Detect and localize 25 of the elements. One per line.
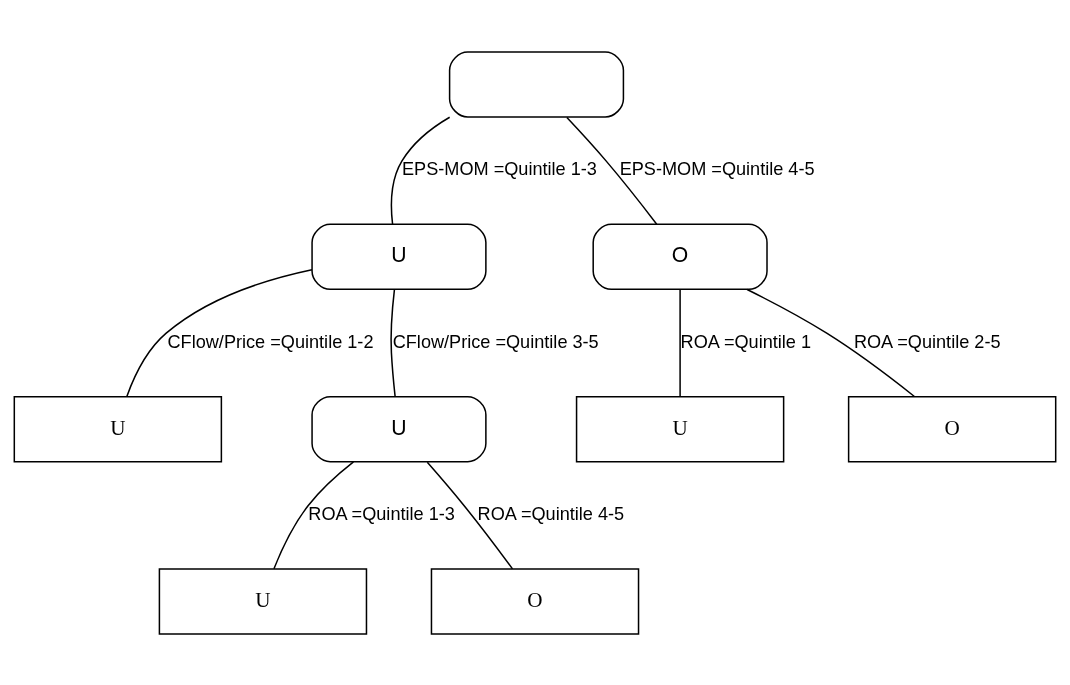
connector [746, 288, 916, 397]
edge-label: CFlow/Price =Quintile 3-5 [392, 331, 599, 352]
connector [679, 288, 681, 397]
node-box: O [592, 223, 768, 290]
connector [390, 115, 451, 225]
edge-label: CFlow/Price =Quintile 1-2 [167, 331, 374, 352]
edge-label: ROA =Quintile 2-5 [853, 331, 1001, 352]
edge-label: ROA =Quintile 1 [680, 331, 812, 352]
connector [273, 460, 355, 569]
node-box: U [158, 567, 368, 635]
edge-label: EPS-MOM =Quintile 4-5 [619, 158, 815, 179]
node-box: U [13, 395, 223, 462]
connector [566, 116, 658, 225]
connector [126, 268, 313, 397]
node-box: U [575, 395, 785, 462]
node-box [448, 50, 625, 118]
connector [390, 288, 396, 397]
node-box: O [430, 567, 640, 635]
edge-label: ROA =Quintile 4-5 [477, 503, 625, 524]
node-box: O [847, 395, 1057, 462]
edge-label: ROA =Quintile 1-3 [308, 503, 455, 524]
connector [426, 461, 514, 570]
edge-label: EPS-MOM =Quintile 1-3 [402, 158, 597, 179]
node-box: U [311, 223, 487, 290]
node-box: U [311, 395, 487, 462]
